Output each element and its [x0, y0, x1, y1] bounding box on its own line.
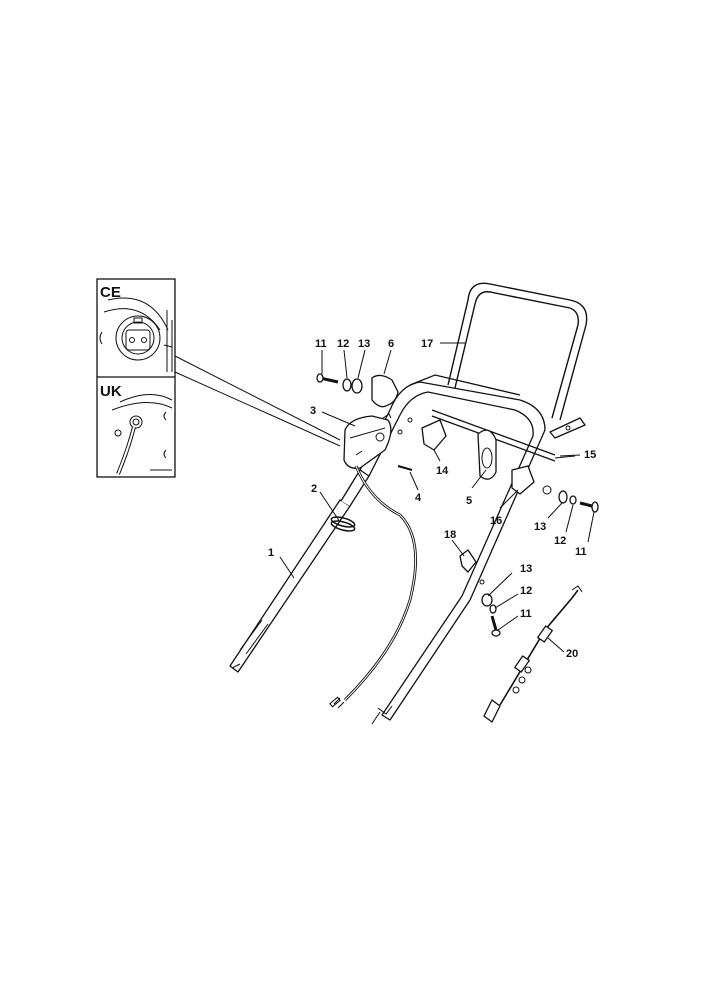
callout-16: 16 [490, 515, 502, 527]
callout-12: 12 [337, 338, 349, 350]
callout-20: 20 [566, 648, 578, 660]
callout-3: 3 [310, 405, 316, 417]
callout-11c: 11 [520, 608, 532, 620]
drive-cable [483, 585, 583, 723]
callout-13c: 13 [520, 563, 532, 575]
callout-6: 6 [388, 338, 394, 350]
callout-12c: 12 [520, 585, 532, 597]
callout-4: 4 [415, 492, 422, 504]
inset-label-ce: CE [100, 284, 121, 301]
ce-socket-detail [99, 297, 173, 372]
callout-15: 15 [584, 449, 596, 461]
inset-projection-line [174, 371, 341, 447]
callout-14: 14 [436, 465, 449, 477]
callout-17: 17 [421, 338, 433, 350]
leader-lines [279, 342, 595, 653]
screw [397, 465, 413, 471]
cable-guide [477, 429, 497, 480]
top-fasteners [316, 373, 363, 394]
lower-handle-left [229, 469, 370, 673]
callout-11b: 11 [575, 546, 587, 558]
cover-part [371, 374, 399, 408]
right-fasteners [558, 490, 599, 513]
callout-5: 5 [466, 495, 472, 507]
callout-18: 18 [444, 529, 456, 541]
switch-box [343, 413, 392, 469]
callout-12b: 12 [554, 535, 566, 547]
inset-detail: CE UK [96, 278, 176, 478]
lower-fasteners [481, 593, 501, 637]
callout-2: 2 [311, 483, 317, 495]
callout-11: 11 [315, 338, 327, 350]
inset-projection-line [174, 355, 341, 441]
rod-clip [511, 465, 535, 495]
switch-cable [329, 465, 417, 709]
uk-socket-detail [111, 394, 173, 475]
callout-13b: 13 [534, 521, 546, 533]
handle-frame [229, 374, 576, 725]
cable-clip [421, 419, 447, 451]
callout-labels: 11 12 13 6 17 3 14 15 4 2 5 16 13 12 11 … [268, 338, 596, 660]
inset-label-uk: UK [100, 383, 122, 400]
callout-1: 1 [268, 547, 274, 559]
bail-bar [447, 282, 588, 439]
callout-13: 13 [358, 338, 370, 350]
clamp-ring [330, 516, 356, 532]
